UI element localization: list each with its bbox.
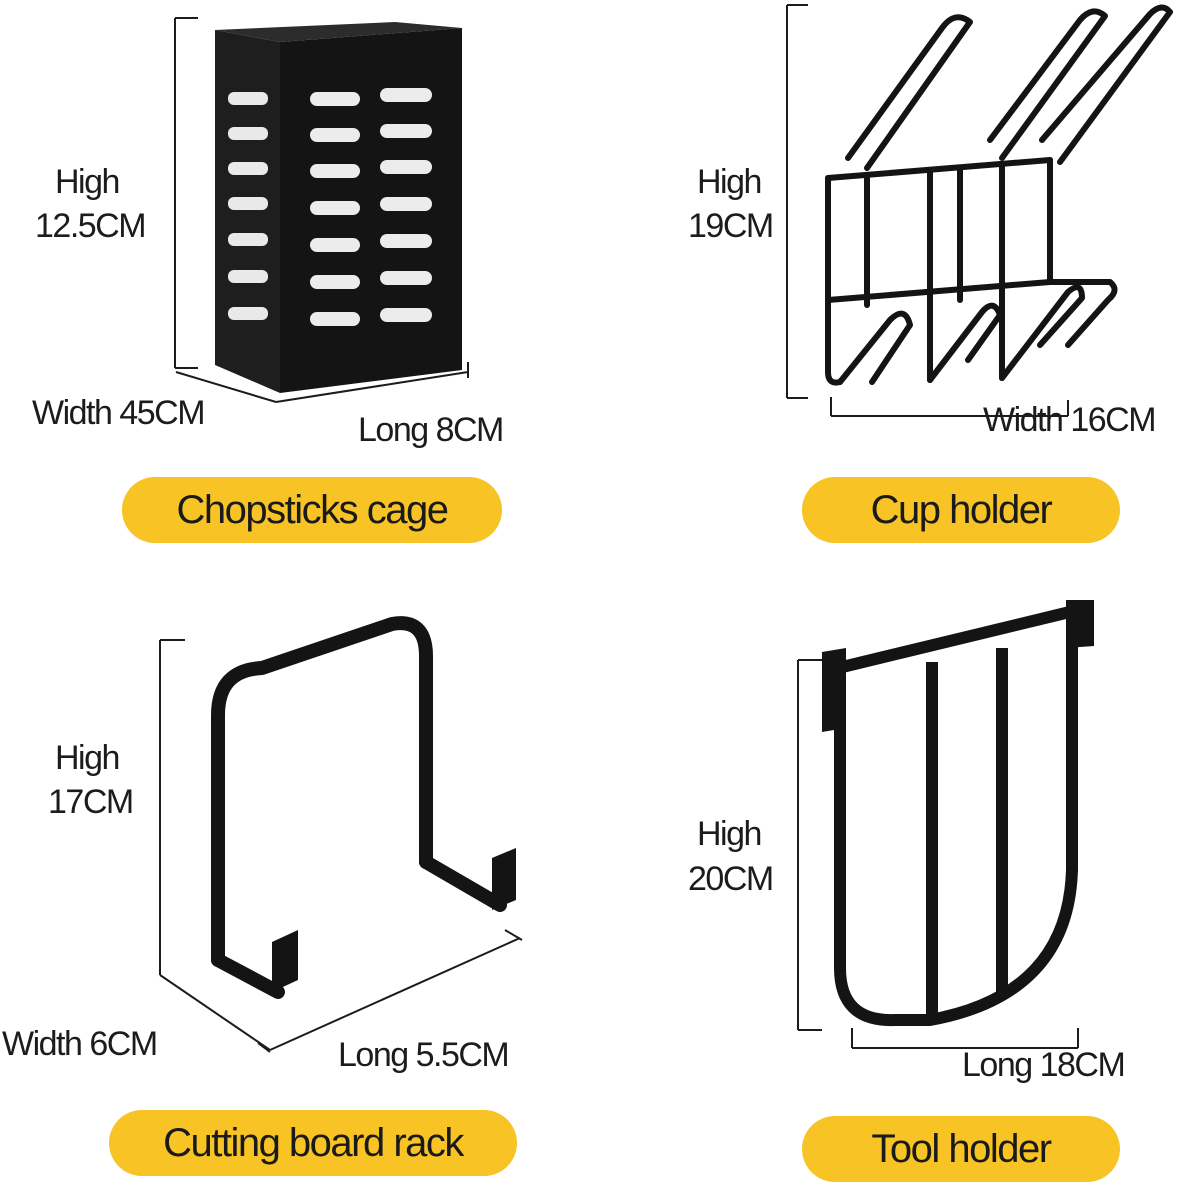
item-name-badge: Cup holder	[802, 477, 1120, 543]
high-label: High	[697, 815, 762, 853]
high-label: High	[697, 163, 762, 201]
high-value: 19CM	[688, 207, 774, 245]
high-value: 12.5CM	[35, 207, 147, 245]
item-name-badge: Tool holder	[802, 1116, 1120, 1182]
width-label: Width 6CM	[2, 1025, 158, 1063]
long-label: Long 5.5CM	[338, 1036, 510, 1074]
long-label: Long 8CM	[358, 411, 504, 449]
high-label: High	[55, 163, 120, 201]
item-name-badge: Chopsticks cage	[122, 477, 502, 543]
tool-holder-panel: High 20CM Long 18CM Tool holder	[590, 600, 1180, 1200]
chopsticks-cage-image	[174, 17, 469, 403]
chopsticks-cage-panel: High 12.5CM Width 45CM Long 8CM Chopstic…	[0, 0, 590, 600]
long-label: Long 18CM	[962, 1046, 1126, 1084]
high-value: 17CM	[48, 783, 134, 821]
high-value: 20CM	[688, 860, 774, 898]
high-label: High	[55, 739, 120, 777]
tool-holder-image	[797, 600, 1094, 1049]
cutting-board-rack-image	[159, 616, 523, 1053]
width-label: Width 16CM	[983, 401, 1157, 439]
item-name-badge: Cutting board rack	[109, 1110, 517, 1176]
cutting-board-rack-panel: High 17CM Width 6CM Long 5.5CM Cutting b…	[0, 600, 590, 1200]
width-label: Width 45CM	[32, 394, 206, 432]
cup-holder-panel: High 19CM Width 16CM Cup holder	[590, 0, 1180, 600]
cup-holder-image	[786, 4, 1173, 417]
